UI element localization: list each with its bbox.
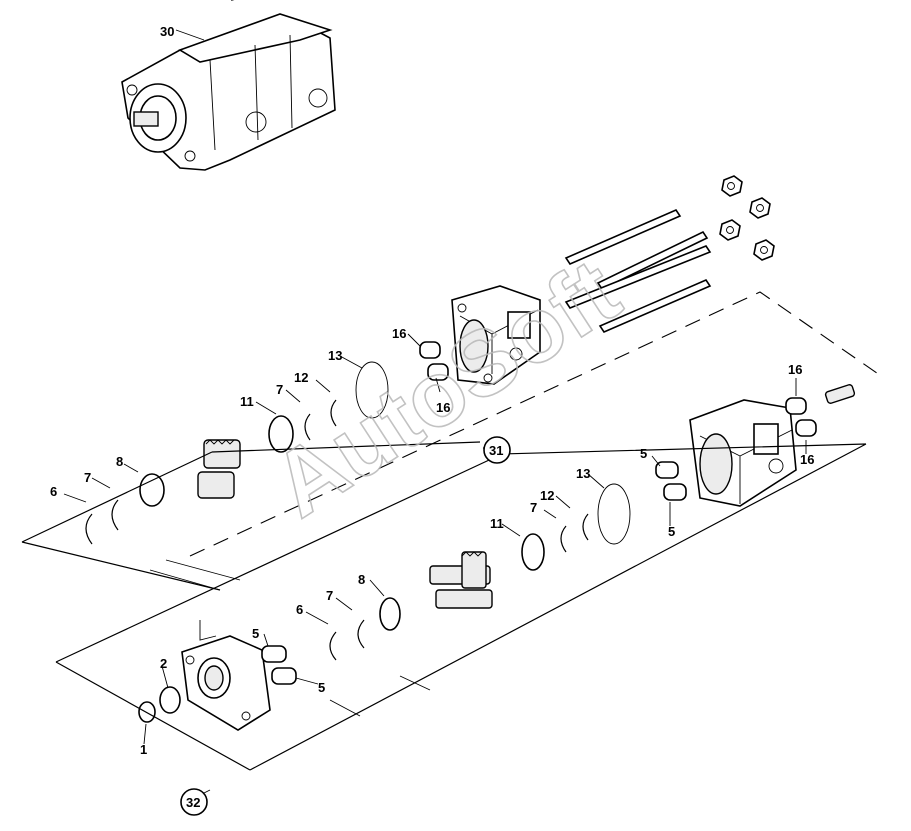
callout-7: 7 <box>530 500 537 515</box>
callout-8: 8 <box>116 454 123 469</box>
leader-lines <box>63 29 807 801</box>
assembled-pump <box>121 0 336 171</box>
callout-6: 6 <box>296 602 303 617</box>
callout-11: 11 <box>490 516 504 531</box>
callout-5: 5 <box>318 680 325 695</box>
gear-set-lower <box>429 551 493 609</box>
callout-12: 12 <box>540 488 554 503</box>
callout-13: 13 <box>576 466 590 481</box>
callout-labels: 30 16 16 13 12 7 11 8 7 6 16 16 5 5 13 1… <box>50 24 814 757</box>
callout-6: 6 <box>50 484 57 499</box>
callout-30: 30 <box>160 24 174 39</box>
middle-housing <box>451 285 541 385</box>
callout-16: 16 <box>436 400 450 415</box>
gear-set-upper <box>197 439 241 499</box>
nuts <box>719 175 775 261</box>
callout-12: 12 <box>294 370 308 385</box>
callout-5: 5 <box>252 626 259 641</box>
assembly-lines <box>21 291 885 771</box>
callout-7: 7 <box>326 588 333 603</box>
clips <box>85 399 589 661</box>
callout-7: 7 <box>276 382 283 397</box>
front-flange <box>181 635 271 731</box>
seal-rings <box>138 361 631 723</box>
callout-32: 32 <box>186 795 200 810</box>
callout-7: 7 <box>84 470 91 485</box>
callout-16: 16 <box>788 362 802 377</box>
callout-31: 31 <box>489 443 503 458</box>
callout-1: 1 <box>140 742 147 757</box>
callout-13: 13 <box>328 348 342 363</box>
rear-housing <box>689 399 797 507</box>
callout-16: 16 <box>392 326 406 341</box>
callout-5: 5 <box>668 524 675 539</box>
watermark-text: AutoSoft <box>255 240 636 537</box>
reference-circles: 31 32 <box>180 436 511 816</box>
callout-11: 11 <box>240 394 254 409</box>
callout-5: 5 <box>640 446 647 461</box>
tie-rods <box>564 208 712 334</box>
bushings <box>261 341 856 685</box>
callout-8: 8 <box>358 572 365 587</box>
callout-16: 16 <box>800 452 814 467</box>
callout-2: 2 <box>160 656 167 671</box>
